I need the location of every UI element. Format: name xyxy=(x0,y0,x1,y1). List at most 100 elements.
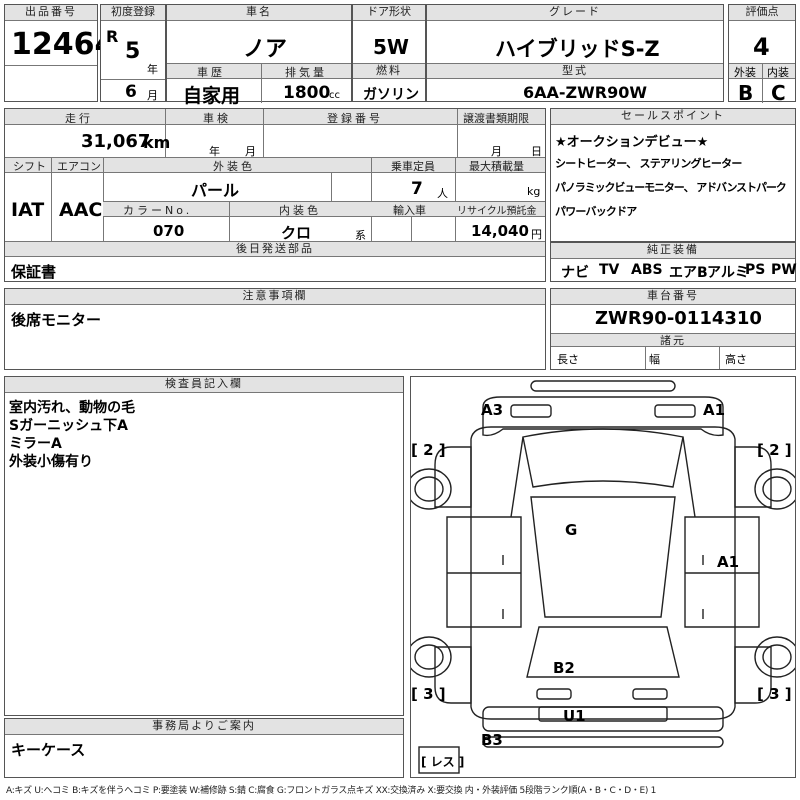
capacity-label: 乗車定員 xyxy=(391,160,435,173)
equipment-item: TV xyxy=(599,262,620,278)
sales-point-label: セールスポイント xyxy=(551,109,795,125)
capacity-unit: 人 xyxy=(437,187,448,200)
history-label: 車歴 xyxy=(197,66,225,79)
month-unit: 月 xyxy=(147,89,158,102)
inspector-line: Sガーニッシュ下A xyxy=(9,418,128,434)
lot-number-value: 12464 xyxy=(11,27,116,62)
spec-label: 諸元 xyxy=(551,333,795,347)
interior-color-value: クロ xyxy=(281,224,312,242)
score-value: 4 xyxy=(753,33,770,61)
equipment-item: ABS xyxy=(631,262,663,278)
inspector-line: 外装小傷有り xyxy=(9,454,93,470)
door-fuel-block: ドア形状 5W 燃料 ガソリン xyxy=(352,4,426,103)
tire-rear-right: [ 3 ] xyxy=(757,685,792,703)
notes-label: 注意事項欄 xyxy=(5,289,545,305)
exterior-label: 外装 xyxy=(734,66,756,79)
sales-line: シートヒーター、 ステアリングヒーター xyxy=(555,157,742,170)
inspector-label: 検査員記入欄 xyxy=(5,377,403,393)
damage-mark-a1-side: A1 xyxy=(717,553,739,571)
displacement-unit: cc xyxy=(329,90,340,101)
displacement-label: 排気量 xyxy=(285,66,327,79)
door-value: 5W xyxy=(373,35,409,59)
transfer-label: 譲渡書類期限 xyxy=(463,112,529,125)
length-label: 長さ xyxy=(557,353,579,366)
transfer-month-unit: 月 xyxy=(491,145,502,158)
import-label: 輸入車 xyxy=(393,204,426,217)
capacity-value: 7 xyxy=(411,179,423,199)
exterior-value: B xyxy=(738,81,754,105)
exterior-color-label: 外装色 xyxy=(213,160,255,173)
max-load-label: 最大積載量 xyxy=(469,160,524,173)
damage-mark-u1: U1 xyxy=(563,707,586,725)
history-value: 自家用 xyxy=(183,85,241,107)
legend-text: A:キズ U:ヘコミ B:キズを伴うヘコミ P:要塗装 W:補修跡 S:錆 C:… xyxy=(6,786,657,796)
shift-label: シフト xyxy=(13,160,46,173)
office-box: 事務局よりご案内 キーケース xyxy=(4,718,404,778)
max-load-unit: kg xyxy=(527,185,541,198)
width-label: 幅 xyxy=(649,353,660,366)
car-name-value: ノア xyxy=(243,37,288,62)
damage-mark-g: G xyxy=(565,521,577,539)
fuel-value: ガソリン xyxy=(363,87,419,103)
inspector-line: ミラーA xyxy=(9,436,62,452)
chassis-value: ZWR90-0114310 xyxy=(595,308,762,329)
inspection-label: 車検 xyxy=(203,112,231,125)
equipment-item: アルミ xyxy=(707,265,749,281)
damage-mark-a3: A3 xyxy=(481,401,503,419)
transfer-day-unit: 日 xyxy=(531,145,542,158)
sales-line: パワーバックドア xyxy=(555,205,637,218)
model-label: 型式 xyxy=(427,63,723,79)
inspection-year-unit: 年 xyxy=(209,145,220,158)
later-parts-value: 保証書 xyxy=(11,263,57,281)
damage-mark-a1-front: A1 xyxy=(703,401,725,419)
chassis-box: 車台番号 ZWR90-0114310 諸元 長さ 幅 高さ xyxy=(550,288,796,370)
recycle-value: 14,040 xyxy=(471,222,529,240)
mileage-unit: km xyxy=(143,133,171,152)
office-value: キーケース xyxy=(11,741,86,759)
spare-tire: [ レス ] xyxy=(421,755,464,769)
recycle-label: リサイクル預託金 xyxy=(457,206,537,217)
score-label: 評価点 xyxy=(729,5,795,21)
recycle-unit: 円 xyxy=(531,228,542,241)
first-registration-label: 初度登録 xyxy=(101,5,165,21)
interior-color-unit: 系 xyxy=(355,229,366,242)
tire-rear-left: [ 3 ] xyxy=(411,685,446,703)
ac-value: AAC xyxy=(59,199,103,221)
year-unit: 年 xyxy=(147,63,158,76)
interior-value: C xyxy=(771,81,786,105)
vehicle-detail-grid: 走行 車検 登録番号 譲渡書類期限 31,067 km 年 月 月 日 シフト … xyxy=(4,108,546,282)
sales-line: ★オークションデビュー★ xyxy=(555,135,709,150)
chassis-label: 車台番号 xyxy=(551,289,795,305)
office-label: 事務局よりご案内 xyxy=(5,719,403,735)
equipment-box: 純正装備 ナビ TV ABS エアB アルミ PS PW xyxy=(550,242,797,282)
height-label: 高さ xyxy=(725,353,747,366)
grade-value: ハイブリッドS-Z xyxy=(495,37,660,61)
ac-label: エアコン xyxy=(57,160,101,173)
car-name-block: 車名 ノア 車歴 排気量 自家用 1800 cc xyxy=(166,4,352,107)
equipment-item: エアB xyxy=(669,265,708,281)
grade-block: グレード ハイブリッドS-Z 型式 6AA-ZWR90W xyxy=(426,4,724,102)
exterior-color-value: パール xyxy=(191,181,240,200)
car-diagram: A3 A1 G A1 B2 U1 B3 [ 2 ] [ 2 ] [ 3 ] [ … xyxy=(411,380,795,774)
notes-box: 注意事項欄 後席モニター xyxy=(4,288,546,370)
lot-number-cell: 出品番号 12464 xyxy=(4,4,115,102)
equipment-item: ナビ xyxy=(561,265,589,281)
mileage-label: 走行 xyxy=(65,112,93,125)
equipment-item: PS xyxy=(745,262,766,278)
notes-value: 後席モニター xyxy=(11,311,102,329)
lot-number-label: 出品番号 xyxy=(5,5,97,21)
tire-front-left: [ 2 ] xyxy=(411,441,446,459)
tire-front-right: [ 2 ] xyxy=(757,441,792,459)
grade-label: グレード xyxy=(427,5,723,21)
damage-diagram-box: A3 A1 G A1 B2 U1 B3 [ 2 ] [ 2 ] [ 3 ] [ … xyxy=(410,376,796,778)
score-block: 評価点 4 外装 内装 B C xyxy=(728,4,796,105)
era-mark: R xyxy=(106,27,119,46)
color-no-label: カラーNo. xyxy=(123,204,193,217)
damage-mark-b2: B2 xyxy=(553,659,575,677)
later-parts-label: 後日発送部品 xyxy=(5,241,545,257)
sales-line: パノラミックビューモニター、 アドバンストパーク xyxy=(555,181,787,194)
equipment-label: 純正装備 xyxy=(551,243,795,259)
inspector-line: 室内汚れ、動物の毛 xyxy=(9,400,136,416)
model-value: 6AA-ZWR90W xyxy=(523,83,648,102)
first-registration-cell: 初度登録 R 5 年 6 月 xyxy=(100,4,166,102)
